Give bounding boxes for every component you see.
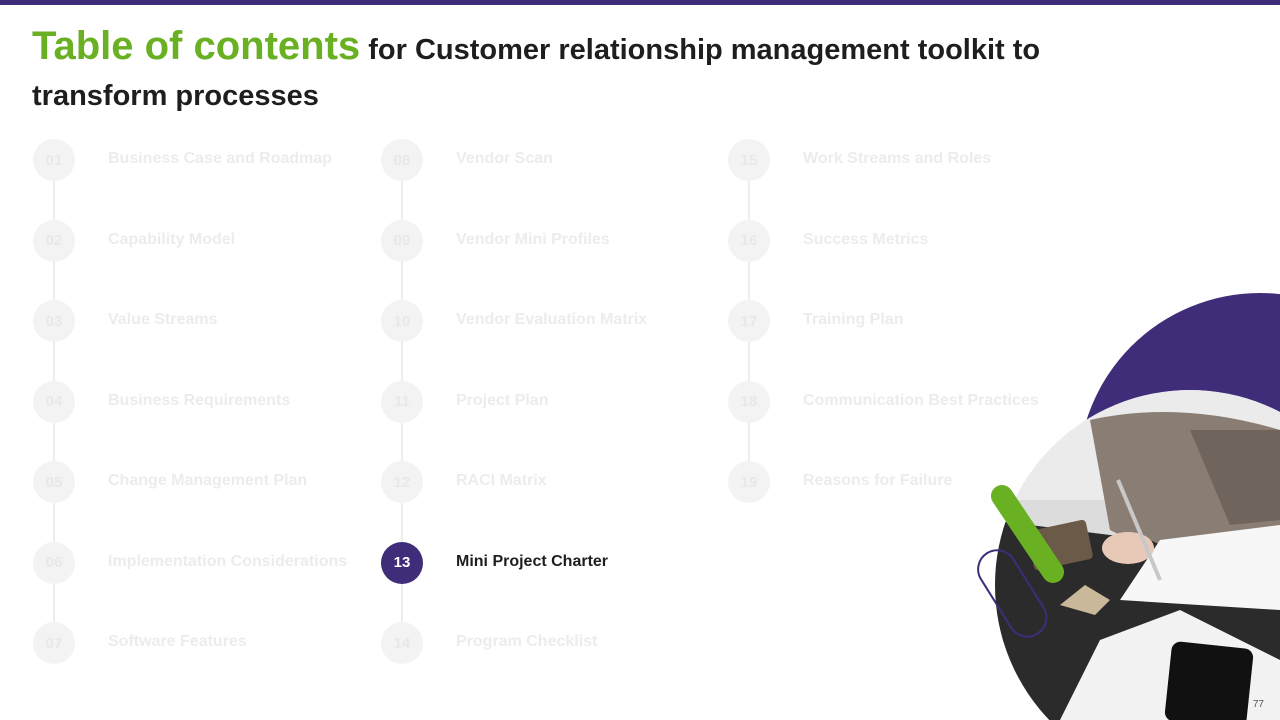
connector-line [53,341,55,381]
toc-item[interactable]: 17 Training Plan [728,300,1068,381]
item-number-badge: 13 [381,541,423,584]
toc-item[interactable]: 05 Change Management Plan [33,461,373,542]
toc-item[interactable]: 04 Business Requirements [33,380,373,462]
item-number-badge: 19 [728,461,770,503]
item-label: Work Streams and Roles [803,150,992,167]
item-label: Program Checklist [456,633,598,650]
toc-item[interactable]: 03 Value Streams [33,300,373,381]
item-number-badge: 11 [381,380,423,423]
toc-item[interactable]: 07 Software Features [33,622,373,703]
connector-line [748,341,750,381]
green-accent-bar [991,485,1064,583]
item-number-badge: 01 [33,139,75,181]
item-number-badge: 04 [33,380,75,423]
connector-line [401,341,403,381]
connector-line [401,421,403,462]
item-label: Implementation Considerations [108,552,348,570]
toc-column-1: 01 Business Case and Roadmap 02 Capability… [33,139,373,703]
page-title: Table of contents for Customer relations… [32,24,1152,118]
toc-item[interactable]: 18 Communication Best Practices [728,380,1068,462]
item-label: Training Plan [803,311,904,328]
item-label: Communication Best Practices [803,391,1039,409]
item-number-badge: 18 [728,380,770,423]
item-label: Project Plan [456,391,549,409]
connector-line [401,260,403,301]
connector-line [53,260,55,301]
item-number-badge: 07 [33,622,75,664]
item-number-badge: 16 [728,219,770,262]
item-number-badge: 14 [381,622,423,664]
item-number-badge: 12 [381,461,423,503]
toc-item[interactable]: 06 Implementation Considerations [33,541,373,623]
toc-item[interactable]: 11 Project Plan [381,380,721,462]
connector-line [53,582,55,623]
item-label: Change Management Plan [108,472,308,489]
item-number-badge: 15 [728,139,770,181]
connector-line [53,421,55,462]
toc-column-2: 08 Vendor Scan 09 Vendor Mini Profiles 10 V… [381,139,721,703]
connector-line [748,260,750,301]
item-number-badge: 06 [33,541,75,584]
item-number-badge: 09 [381,219,423,262]
connector-line [401,502,403,542]
item-label: Vendor Scan [456,150,553,167]
page-number: 77 [1252,699,1264,710]
title-rest: for Customer relationship management too… [32,34,1041,112]
item-number-badge: 05 [33,461,75,503]
toc-item[interactable]: 01 Business Case and Roadmap [33,139,373,220]
toc-item[interactable]: 10 Vendor Evaluation Matrix [381,300,721,381]
item-number-badge: 17 [728,300,770,342]
connector-line [53,502,55,542]
toc-item[interactable]: 19 Reasons for Failure [728,461,1068,542]
item-number-badge: 08 [381,139,423,181]
toc-item[interactable]: 15 Work Streams and Roles [728,139,1068,220]
toc-item[interactable]: 09 Vendor Mini Profiles [381,219,721,301]
item-label: RACI Matrix [456,472,547,489]
connector-line [401,180,403,220]
connector-line [53,180,55,220]
toc-item[interactable]: 14 Program Checklist [381,622,721,703]
toc-item-active[interactable]: 13 Mini Project Charter [381,541,721,623]
item-label: Reasons for Failure [803,472,953,489]
item-label: Mini Project Charter [456,552,609,570]
toc-item[interactable]: 16 Success Metrics [728,219,1068,301]
item-label: Value Streams [108,311,218,328]
top-accent-bar [0,0,1280,5]
item-label: Business Requirements [108,391,291,409]
item-label: Success Metrics [803,230,929,248]
toc-column-3: 15 Work Streams and Roles 16 Success Metri… [728,139,1068,542]
item-label: Capability Model [108,230,236,248]
toc-item[interactable]: 12 RACI Matrix [381,461,721,542]
item-label: Vendor Evaluation Matrix [456,311,648,328]
connector-line [748,421,750,462]
item-label: Vendor Mini Profiles [456,230,610,248]
toc-item[interactable]: 02 Capability Model [33,219,373,301]
connector-line [401,582,403,623]
toc-item[interactable]: 08 Vendor Scan [381,139,721,220]
title-highlight: Table of contents [32,24,361,68]
purple-outline-pill [977,549,1048,638]
item-label: Software Features [108,633,247,650]
item-number-badge: 10 [381,300,423,342]
item-number-badge: 02 [33,219,75,262]
item-label: Business Case and Roadmap [108,150,333,167]
item-number-badge: 03 [33,300,75,342]
connector-line [748,180,750,220]
